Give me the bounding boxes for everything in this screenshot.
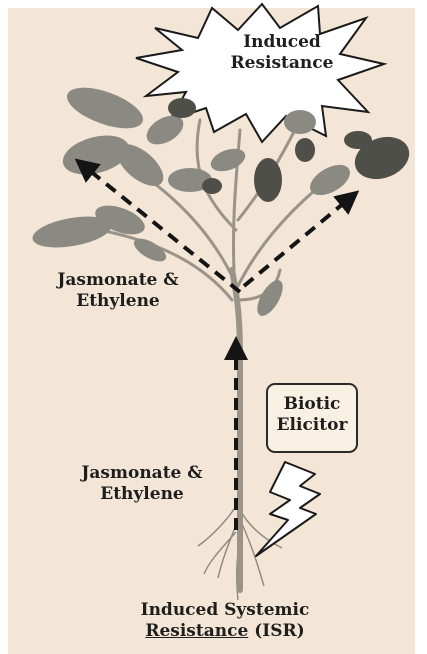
lower-signal-label: Jasmonate & Ethylene [72,463,212,506]
diagram-title-line2: Resistance (ISR) [120,621,330,642]
biotic-elicitor-label: Biotic Elicitor [266,394,358,437]
upper-signal-label: Jasmonate & Ethylene [48,270,188,313]
biotic-elicitor-line1: Biotic [266,394,358,415]
diagram-title-rest: (ISR) [248,621,304,641]
induced-resistance-line2: Resistance [222,53,342,74]
induced-resistance-line1: Induced [222,32,342,53]
induced-resistance-label: Induced Resistance [222,32,342,75]
upper-signal-line2: Ethylene [48,291,188,312]
right-dashed-arrow [244,198,350,286]
lightning-bolt-icon [256,462,320,556]
biotic-elicitor-line2: Elicitor [266,415,358,436]
lower-signal-line1: Jasmonate & [72,463,212,484]
diagram-title-line1: Induced Systemic [120,600,330,621]
diagram-title: Induced Systemic Resistance (ISR) [120,600,330,643]
lower-signal-line2: Ethylene [72,484,212,505]
plant-illustration [30,79,415,600]
diagram-title-underlined: Resistance [145,621,248,641]
upper-signal-line1: Jasmonate & [48,270,188,291]
